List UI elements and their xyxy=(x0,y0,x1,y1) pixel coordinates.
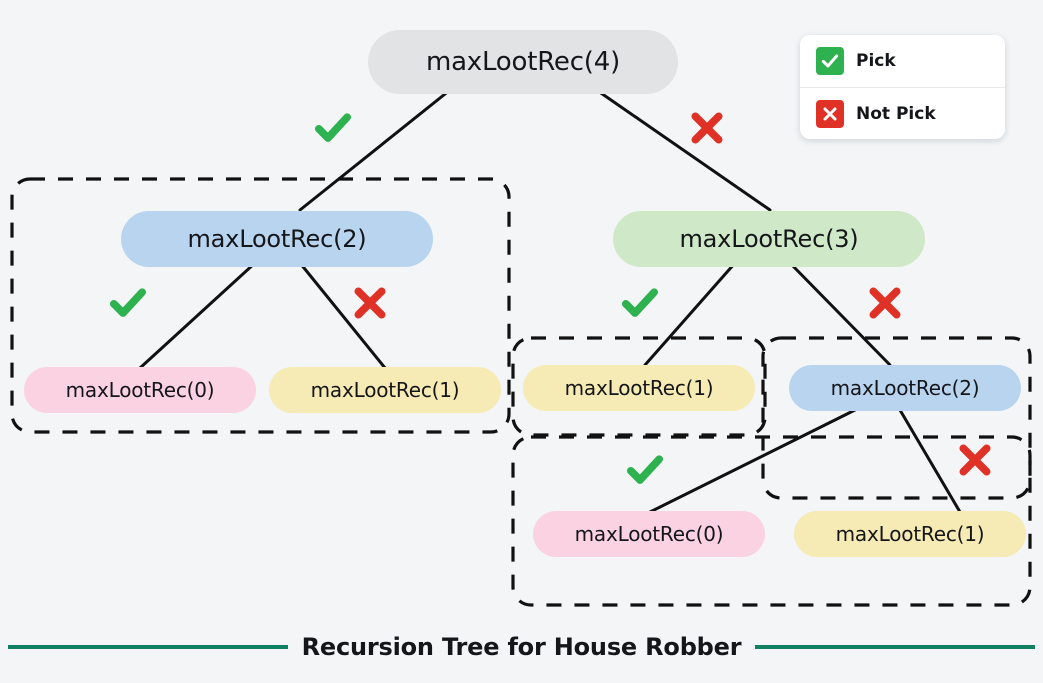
caption-text: Recursion Tree for House Robber xyxy=(301,633,742,661)
check-icon xyxy=(816,47,844,75)
tree-node-root[interactable]: maxLootRec(4) xyxy=(368,30,678,94)
tree-node-maxlootrec0-right[interactable]: maxLootRec(0) xyxy=(533,511,765,557)
tree-node-maxlootrec2-left[interactable]: maxLootRec(2) xyxy=(121,211,433,267)
check-icon xyxy=(108,283,148,323)
node-label: maxLootRec(2) xyxy=(187,225,367,253)
caption-rule-right xyxy=(755,645,1035,649)
check-icon xyxy=(313,108,353,148)
legend-item-not-pick[interactable]: Not Pick xyxy=(800,87,1005,139)
caption: Recursion Tree for House Robber xyxy=(0,633,1043,661)
cross-icon xyxy=(865,283,905,323)
edge-n6-n7 xyxy=(648,408,857,514)
caption-rule-left xyxy=(8,645,288,649)
node-label: maxLootRec(0) xyxy=(65,378,215,402)
node-label: maxLootRec(0) xyxy=(574,522,724,546)
legend-panel: Pick Not Pick xyxy=(800,35,1005,139)
tree-node-maxlootrec0-left[interactable]: maxLootRec(0) xyxy=(24,367,256,413)
edge-n2-n6 xyxy=(788,261,892,367)
check-icon xyxy=(625,450,665,490)
tree-node-maxlootrec1-left[interactable]: maxLootRec(1) xyxy=(269,367,501,413)
tree-node-maxlootrec3[interactable]: maxLootRec(3) xyxy=(613,211,925,267)
edge-n1-n3 xyxy=(138,261,257,370)
legend-label-not-pick: Not Pick xyxy=(856,103,936,124)
node-label: maxLootRec(1) xyxy=(835,522,985,546)
tree-node-maxlootrec2-right[interactable]: maxLootRec(2) xyxy=(789,365,1021,411)
repeated-subtree-box-4 xyxy=(761,336,1032,500)
node-label: maxLootRec(1) xyxy=(310,378,460,402)
edge-n2-n5 xyxy=(643,261,737,367)
node-label: maxLootRec(1) xyxy=(564,376,714,400)
edge-n6-n8 xyxy=(898,408,962,514)
cross-icon xyxy=(816,99,844,128)
edge-n0-n1 xyxy=(298,80,462,212)
edge-n0-n2 xyxy=(583,80,772,212)
edge-n1-n4 xyxy=(298,261,387,370)
legend-item-pick[interactable]: Pick xyxy=(800,35,1005,87)
tree-node-maxlootrec1-mid[interactable]: maxLootRec(1) xyxy=(523,365,755,411)
cross-icon xyxy=(955,440,995,480)
check-icon xyxy=(620,283,660,323)
cross-icon xyxy=(350,283,390,323)
legend-label-pick: Pick xyxy=(856,51,896,71)
node-label: maxLootRec(2) xyxy=(830,376,980,400)
node-label: maxLootRec(3) xyxy=(679,225,859,253)
tree-node-maxlootrec1-right[interactable]: maxLootRec(1) xyxy=(794,511,1026,557)
node-label: maxLootRec(4) xyxy=(425,47,621,77)
cross-icon xyxy=(687,108,727,148)
